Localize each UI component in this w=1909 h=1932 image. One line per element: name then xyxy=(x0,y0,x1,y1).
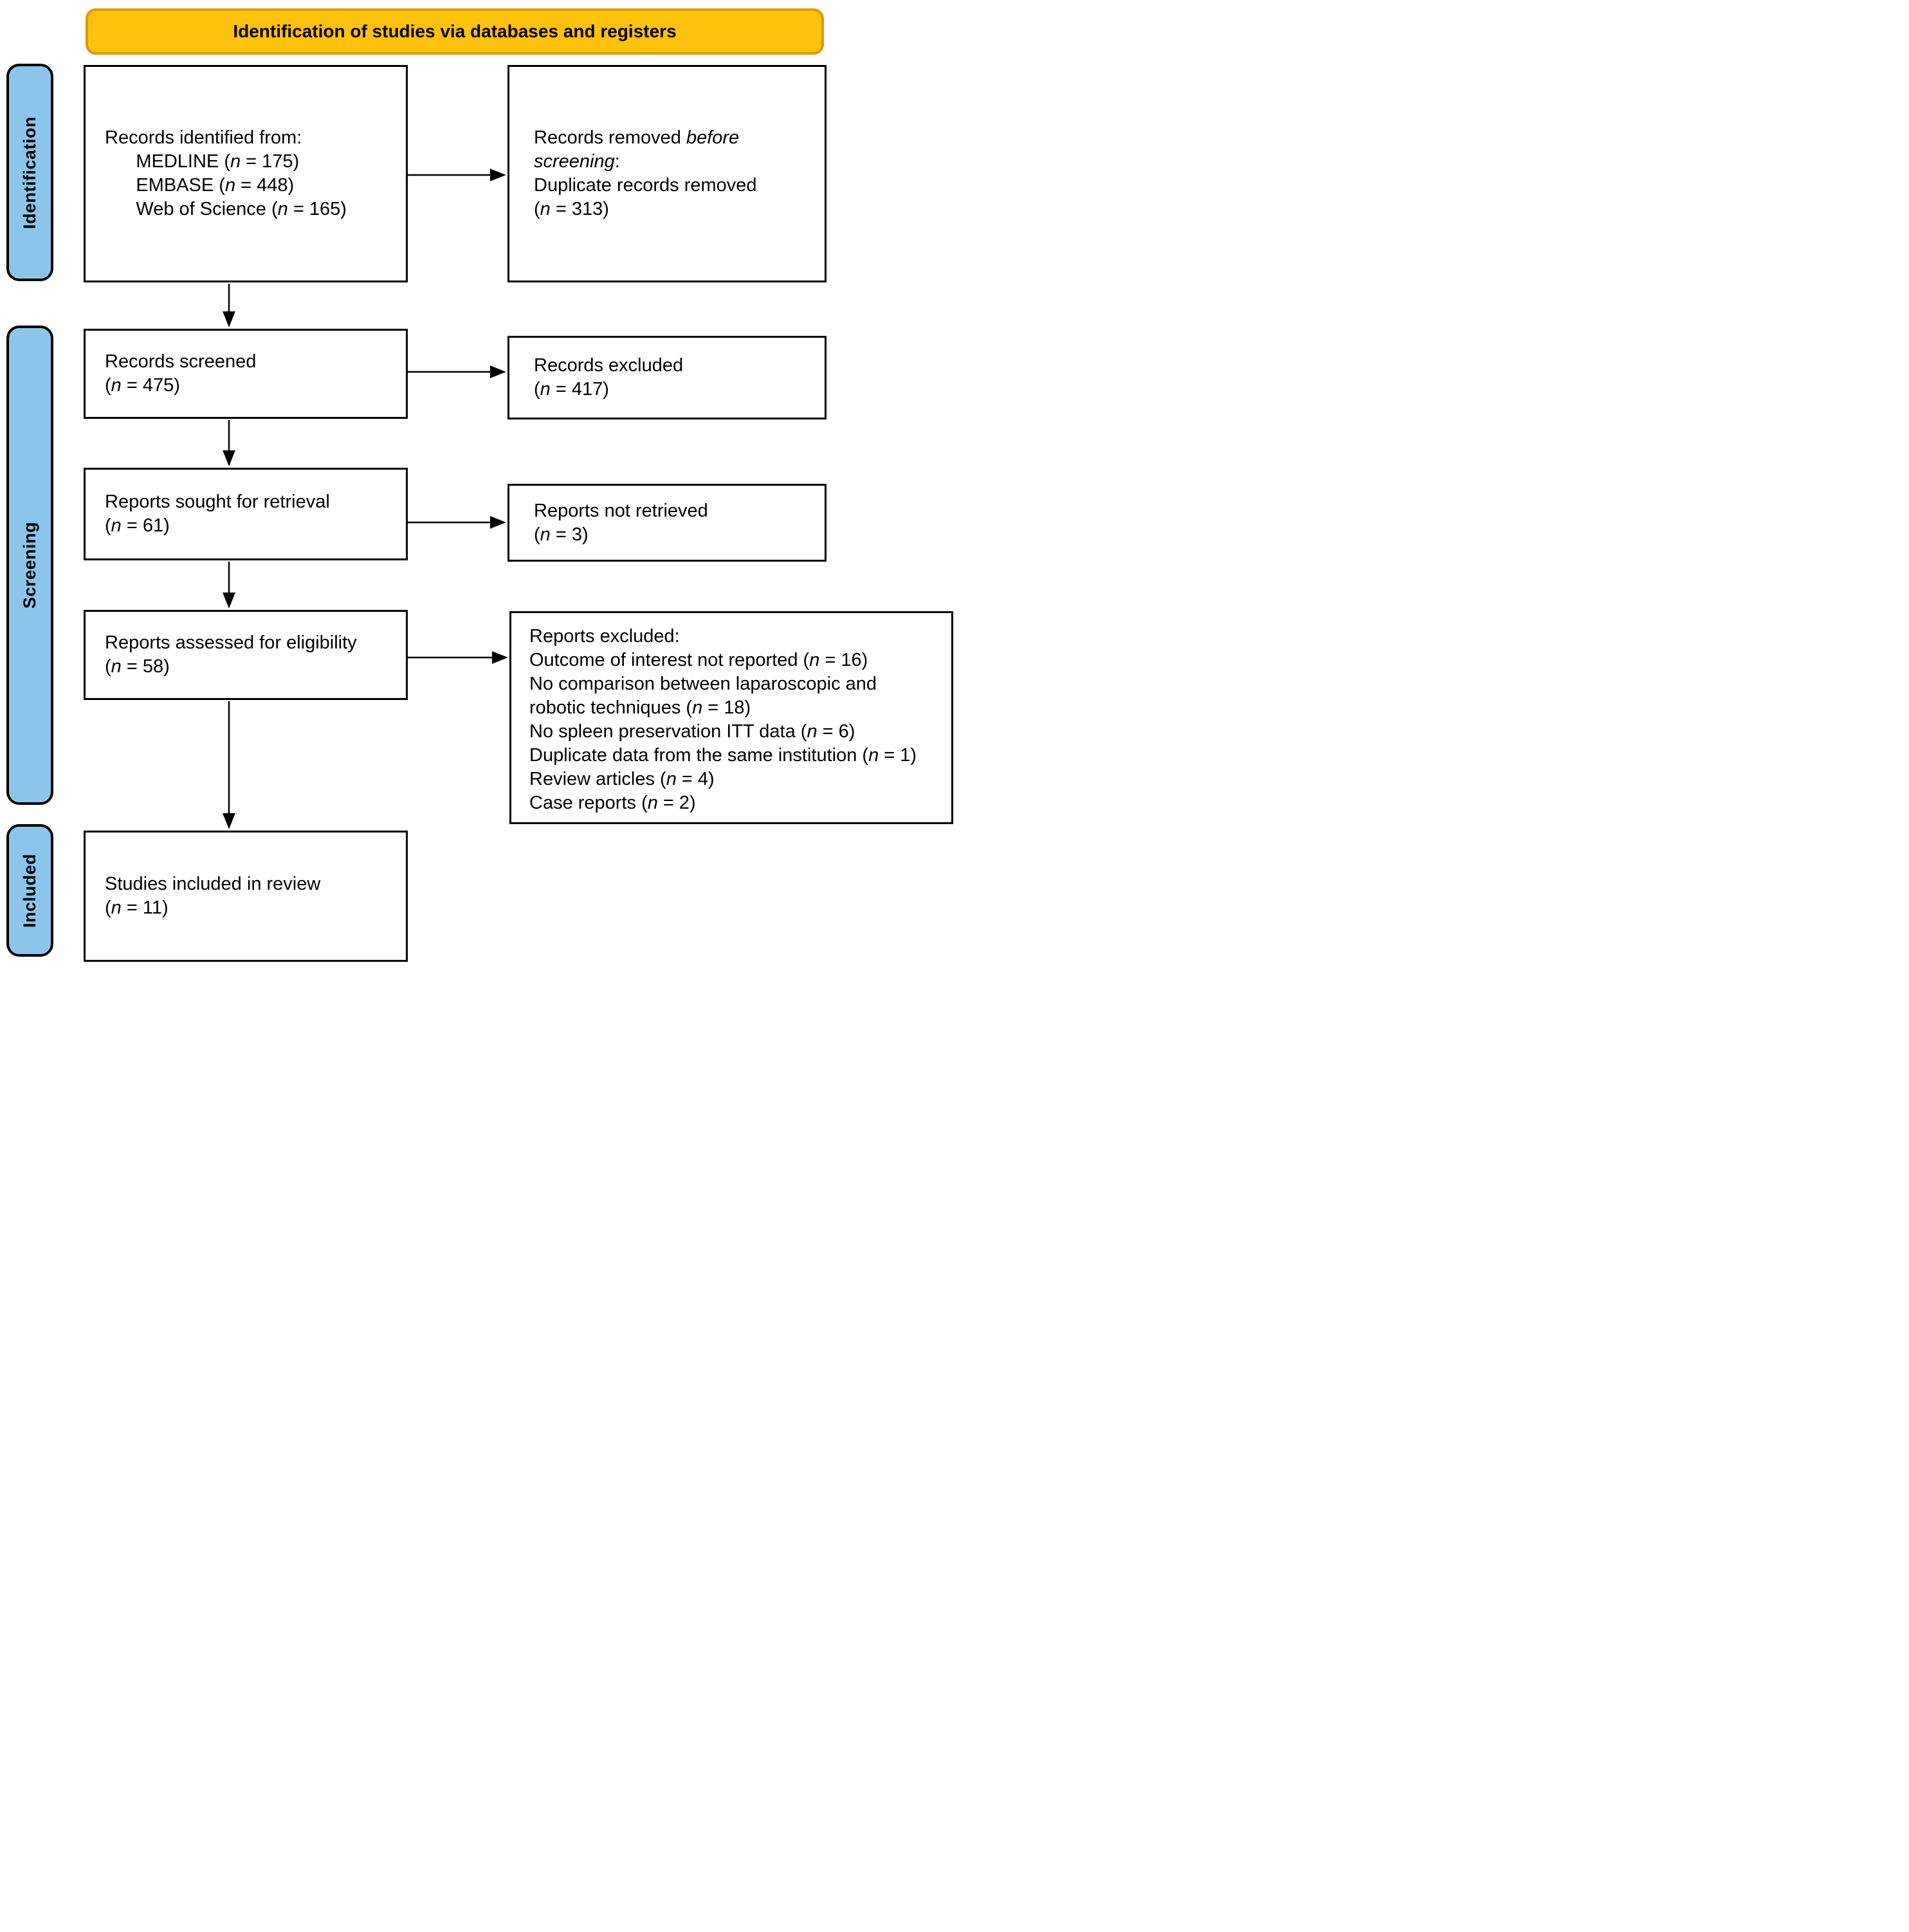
prisma-flow-diagram: Identification of studies via databases … xyxy=(0,0,954,966)
stage-label-screening: Screening xyxy=(20,521,40,609)
box-reports-assessed: Reports assessed for eligibility (n = 58… xyxy=(84,610,408,700)
stage-bar-identification: Identification xyxy=(6,64,53,281)
box-records-removed-text: Records removed before screening: Duplic… xyxy=(534,127,757,219)
banner: Identification of studies via databases … xyxy=(86,8,824,55)
box-reports-excluded-text: Reports excluded: Outcome of interest no… xyxy=(529,625,917,813)
stage-bar-included: Included xyxy=(6,824,53,957)
box-reports-sought-text: Reports sought for retrieval (n = 61) xyxy=(105,492,330,536)
box-reports-not-retrieved-text: Reports not retrieved (n = 3) xyxy=(534,500,708,545)
stage-label-included: Included xyxy=(20,853,40,928)
box-studies-included-text: Studies included in review (n = 11) xyxy=(105,874,321,918)
box-reports-excluded: Reports excluded: Outcome of interest no… xyxy=(509,611,953,824)
box-records-identified-text: Records identified from: MEDLINE (n = 17… xyxy=(105,127,347,219)
banner-title: Identification of studies via databases … xyxy=(233,21,677,41)
box-records-excluded: Records excluded (n = 417) xyxy=(507,336,827,419)
box-records-removed: Records removed before screening: Duplic… xyxy=(507,65,827,282)
box-reports-assessed-text: Reports assessed for eligibility (n = 58… xyxy=(105,632,357,677)
box-records-screened-text: Records screened (n = 475) xyxy=(105,351,257,396)
box-reports-not-retrieved: Reports not retrieved (n = 3) xyxy=(507,484,827,562)
box-records-screened: Records screened (n = 475) xyxy=(84,329,408,419)
box-reports-sought: Reports sought for retrieval (n = 61) xyxy=(84,468,408,560)
box-records-identified: Records identified from: MEDLINE (n = 17… xyxy=(84,65,408,282)
stage-bar-screening: Screening xyxy=(6,326,53,805)
stage-label-identification: Identification xyxy=(20,116,39,229)
box-studies-included: Studies included in review (n = 11) xyxy=(84,831,408,962)
box-records-excluded-text: Records excluded (n = 417) xyxy=(534,355,684,400)
